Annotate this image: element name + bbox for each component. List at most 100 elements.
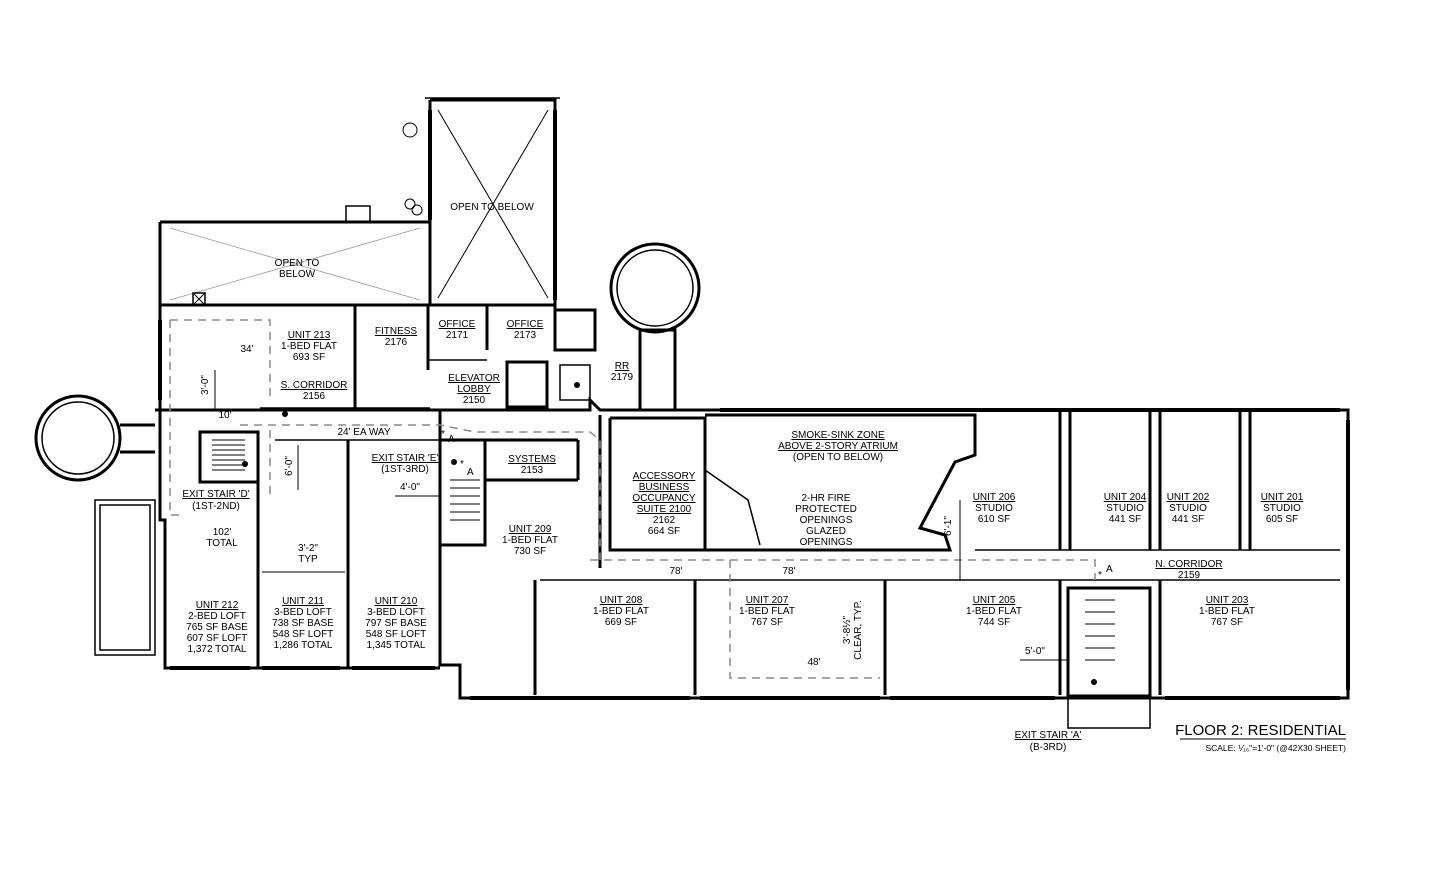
unit-212-name: UNIT 212 bbox=[196, 600, 239, 611]
accessory-line-4: SUITE 2100 bbox=[637, 504, 692, 515]
unit-208-name: UNIT 208 bbox=[600, 595, 643, 606]
unit-210-base: 797 SF BASE bbox=[365, 618, 427, 629]
unit-206-type: STUDIO bbox=[975, 503, 1013, 514]
dim-34: 34' bbox=[240, 344, 253, 355]
systems-number: 2153 bbox=[521, 465, 544, 476]
fitness-name: FITNESS bbox=[375, 326, 418, 337]
fire-openings-line-4: GLAZED bbox=[806, 526, 846, 537]
dim-48: 48' bbox=[807, 657, 820, 668]
exit-markers: * A * A * A bbox=[242, 382, 1113, 685]
unit-210-name: UNIT 210 bbox=[375, 596, 418, 607]
egress-paths bbox=[169, 319, 1096, 679]
unit-205-name: UNIT 205 bbox=[973, 595, 1016, 606]
elevator-lobby-name-2: LOBBY bbox=[457, 384, 491, 395]
dim-78-a: 78' bbox=[669, 566, 682, 577]
exit-stair-e-name: EXIT STAIR 'E' bbox=[372, 453, 439, 464]
unit-210-total: 1,345 TOTAL bbox=[367, 640, 426, 651]
elevator-lobby-name-1: ELEVATOR bbox=[448, 373, 500, 384]
unit-201-type: STUDIO bbox=[1263, 503, 1301, 514]
unit-208-area: 669 SF bbox=[605, 617, 637, 628]
office-2173-name: OFFICE bbox=[507, 319, 544, 330]
accessory-line-1: ACCESSORY bbox=[633, 471, 696, 482]
unit-213-name: UNIT 213 bbox=[288, 330, 331, 341]
exit-stair-d-floors: (1ST-2ND) bbox=[192, 501, 240, 512]
exit-star-3: * bbox=[1098, 570, 1102, 581]
accessory-number: 2162 bbox=[653, 515, 676, 526]
dim-102: 102' bbox=[213, 527, 232, 538]
unit-203-area: 767 SF bbox=[1211, 617, 1243, 628]
rr-number: 2179 bbox=[611, 372, 634, 383]
open-below-west-label-2: BELOW bbox=[279, 269, 316, 280]
unit-207-name: UNIT 207 bbox=[746, 595, 789, 606]
unit-211-loft: 548 SF LOFT bbox=[273, 629, 334, 640]
fire-openings-line-5: OPENINGS bbox=[800, 537, 853, 548]
accessory-line-3: OCCUPANCY bbox=[632, 493, 695, 504]
unit-213-type: 1-BED FLAT bbox=[281, 341, 337, 352]
exit-mark-a-2: A bbox=[467, 467, 474, 478]
unit-207-area: 767 SF bbox=[751, 617, 783, 628]
smoke-zone-line-1: SMOKE-SINK ZONE bbox=[791, 430, 885, 441]
unit-206-name: UNIT 206 bbox=[973, 492, 1016, 503]
unit-205-type: 1-BED FLAT bbox=[966, 606, 1022, 617]
unit-211-base: 738 SF BASE bbox=[272, 618, 334, 629]
dim-6-1: 6'-1" bbox=[943, 516, 954, 536]
unit-203-type: 1-BED FLAT bbox=[1199, 606, 1255, 617]
exit-star-2: * bbox=[460, 459, 464, 470]
s-corridor-name: S. CORRIDOR bbox=[281, 380, 348, 391]
s-corridor-number: 2156 bbox=[303, 391, 326, 402]
fire-openings-line-1: 2-HR FIRE bbox=[802, 493, 851, 504]
unit-210-loft: 548 SF LOFT bbox=[366, 629, 427, 640]
unit-204-type: STUDIO bbox=[1106, 503, 1144, 514]
unit-211-type: 3-BED LOFT bbox=[274, 607, 332, 618]
dim-3-8-clear: CLEAR, TYP. bbox=[853, 600, 864, 660]
smoke-zone-line-3: (OPEN TO BELOW) bbox=[793, 452, 883, 463]
unit-212-total: 1,372 TOTAL bbox=[188, 644, 247, 655]
n-corridor-name: N. CORRIDOR bbox=[1155, 559, 1222, 570]
dim-3-2-typ: TYP bbox=[298, 554, 318, 565]
exit-mark-a-1: A bbox=[448, 434, 455, 445]
unit-206-area: 610 SF bbox=[978, 514, 1010, 525]
unit-202-area: 441 SF bbox=[1172, 514, 1204, 525]
fire-openings-line-2: PROTECTED bbox=[795, 504, 857, 515]
exit-stair-e-floors: (1ST-3RD) bbox=[381, 464, 429, 475]
dim-3-2: 3'-2" bbox=[298, 543, 318, 554]
unit-213-area: 693 SF bbox=[293, 352, 325, 363]
dim-10: 10' bbox=[218, 410, 231, 421]
exit-stair-a-floors: (B-3RD) bbox=[1030, 742, 1067, 753]
unit-209-type: 1-BED FLAT bbox=[502, 535, 558, 546]
unit-204-area: 441 SF bbox=[1109, 514, 1141, 525]
title-block: FLOOR 2: RESIDENTIAL SCALE: ⅟₁₆"=1'-0" (… bbox=[1175, 722, 1346, 753]
exit-star-1: * bbox=[441, 429, 445, 440]
open-below-north-label: OPEN TO BELOW bbox=[450, 202, 534, 213]
unit-211-total: 1,286 TOTAL bbox=[274, 640, 333, 651]
open-below-west-label-1: OPEN TO bbox=[275, 258, 320, 269]
office-2171-number: 2171 bbox=[446, 330, 469, 341]
dim-3-0: 3'-0" bbox=[200, 375, 211, 395]
dim-102-total: TOTAL bbox=[206, 538, 238, 549]
dim-4-0: 4'-0" bbox=[400, 482, 420, 493]
exit-stair-a-name: EXIT STAIR 'A' bbox=[1015, 730, 1082, 741]
exit-stair-d-name: EXIT STAIR 'D' bbox=[182, 489, 249, 500]
accessory-line-2: BUSINESS bbox=[639, 482, 690, 493]
unit-207-type: 1-BED FLAT bbox=[739, 606, 795, 617]
windows bbox=[158, 110, 1350, 700]
unit-209-area: 730 SF bbox=[514, 546, 546, 557]
unit-203-name: UNIT 203 bbox=[1206, 595, 1249, 606]
dim-5-0: 5'-0" bbox=[1025, 646, 1045, 657]
dim-6-0: 6'-0" bbox=[284, 456, 295, 476]
unit-210-type: 3-BED LOFT bbox=[367, 607, 425, 618]
room-labels: OPEN TO BELOW OPEN TO BELOW UNIT 213 1-B… bbox=[182, 202, 1303, 753]
drawing-title: FLOOR 2: RESIDENTIAL bbox=[1175, 722, 1346, 739]
office-2173-number: 2173 bbox=[514, 330, 537, 341]
n-corridor-number: 2159 bbox=[1178, 570, 1201, 581]
unit-205-area: 744 SF bbox=[978, 617, 1010, 628]
systems-name: SYSTEMS bbox=[508, 454, 556, 465]
dimension-labels: 34' 3'-0" 10' 24' EA WAY 6'-0" 4'-0" 102… bbox=[200, 344, 1068, 668]
dim-3-8-half: 3'-8½" bbox=[842, 615, 853, 644]
rr-name: RR bbox=[615, 361, 629, 372]
office-2171-name: OFFICE bbox=[439, 319, 476, 330]
unit-212-type: 2-BED LOFT bbox=[188, 611, 246, 622]
unit-201-name: UNIT 201 bbox=[1261, 492, 1304, 503]
unit-202-type: STUDIO bbox=[1169, 503, 1207, 514]
